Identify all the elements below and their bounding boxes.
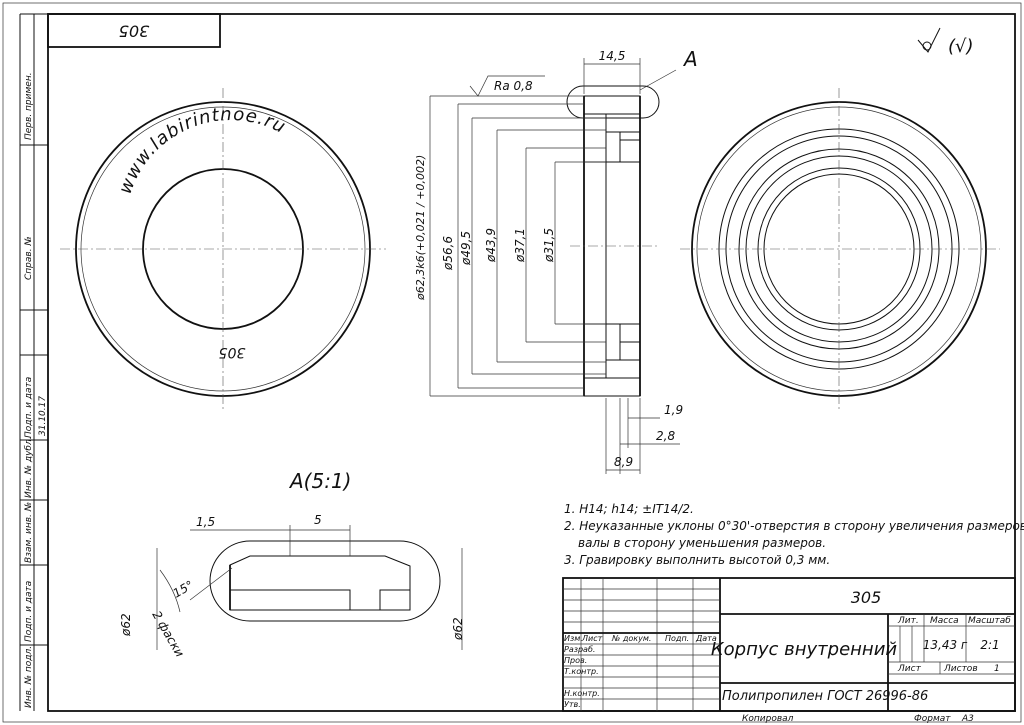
side-label-5: Взам. инв. № [24,502,34,563]
tb-mass-label: Масса [930,616,959,626]
hdr-date: Дата [695,634,717,643]
detail-dim-1-5: 1,5 [196,515,215,529]
tb-sheet-label: Лист [897,664,922,674]
detail-dim-62-right: ø62 [451,617,465,641]
side-label-4: Инв. № дубл. [24,436,34,498]
tb-name: Корпус внутренний [711,639,898,660]
dim-d56: ø56,6 [441,236,455,271]
technical-notes: 1. H14; h14; ±IT14/2. 2. Неуказанные укл… [564,502,1024,567]
detail-chamfers: 2 фаски [149,609,187,660]
dim-d43: ø43,9 [484,228,498,263]
tb-scale: 2:1 [980,638,999,652]
note-2-cont: валы в сторону уменьшения размеров. [578,536,826,550]
detail-dim-5: 5 [314,513,322,527]
tb-material: Полипропилен ГОСТ 26996-86 [722,689,928,704]
front-code: 305 [219,344,246,360]
detail-dim-62-left: ø62 [119,613,133,637]
detail-view: A(5:1) 1,5 5 ø62 ø62 15° 2 фаски [119,469,465,660]
tb-lit-label: Лит. [897,616,919,626]
note-3: 3. Гравировку выполнить высотой 0,3 мм. [564,553,830,567]
dim-width: 14,5 [599,49,626,63]
tb-sheets: 1 [994,664,1000,674]
dim-1-9: 1,9 [664,403,683,417]
row-tkontr: Т.контр. [564,667,599,676]
dim-d37: ø37,1 [513,228,527,263]
dim-d31: ø31,5 [542,228,556,263]
side-label-1: Перв. примен. [24,72,34,140]
roughness-bracket: (√) [948,36,974,57]
tb-copied: Копировал [742,714,794,724]
tb-format-label: Формат [914,714,951,724]
section-view: A 14,5 Ra 0,8 ø62,3k6(+0,021 / +0,002) ø… [414,47,698,474]
row-utv: Утв. [564,700,581,709]
dim-d49: ø49,5 [459,231,473,266]
tb-scale-label: Масштаб [968,616,1011,626]
hdr-izm: Изм. [564,634,583,643]
side-label-2: Справ. № [24,236,34,280]
note-1: 1. H14; h14; ±IT14/2. [564,502,694,516]
detail-title: A(5:1) [288,469,351,493]
tb-mass: 13,43 г [923,638,968,652]
general-roughness: (√) [917,27,974,57]
tb-sheets-label: Листов [943,664,978,674]
top-code: 305 [119,22,150,41]
dim-8-9: 8,9 [614,455,633,469]
title-block: Изм. Лист № докум. Подп. Дата Разраб. Пр… [562,577,1016,724]
note-2: 2. Неуказанные уклоны 0°30'-отверстия в … [564,519,1024,533]
row-razrab: Разраб. [564,645,595,654]
front-view: www.labirintnoe.ru 305 [60,88,386,410]
hdr-sign: Подп. [665,634,689,643]
row-prov: Пров. [564,656,587,665]
side-label-6: Подп. и дата [24,581,34,642]
dim-d62: ø62,3k6(+0,021 / +0,002) [414,155,427,301]
website-engraving: www.labirintnoe.ru [115,104,290,197]
tb-code: 305 [851,588,882,607]
detail-angle: 15° [171,578,196,601]
side-label-3: Подп. и дата [24,377,34,438]
rear-view [680,88,1000,410]
tb-format: А3 [961,714,974,724]
hdr-list: Лист [581,634,603,643]
side-date: 31.10.17 [38,396,48,436]
detail-letter: A [682,47,698,71]
surface-finish: Ra 0,8 [494,79,533,93]
dim-2-8: 2,8 [656,429,675,443]
hdr-doc: № докум. [611,634,651,643]
side-label-7: Инв. № подл. [24,646,34,708]
row-nkontr: Н.контр. [564,689,600,698]
